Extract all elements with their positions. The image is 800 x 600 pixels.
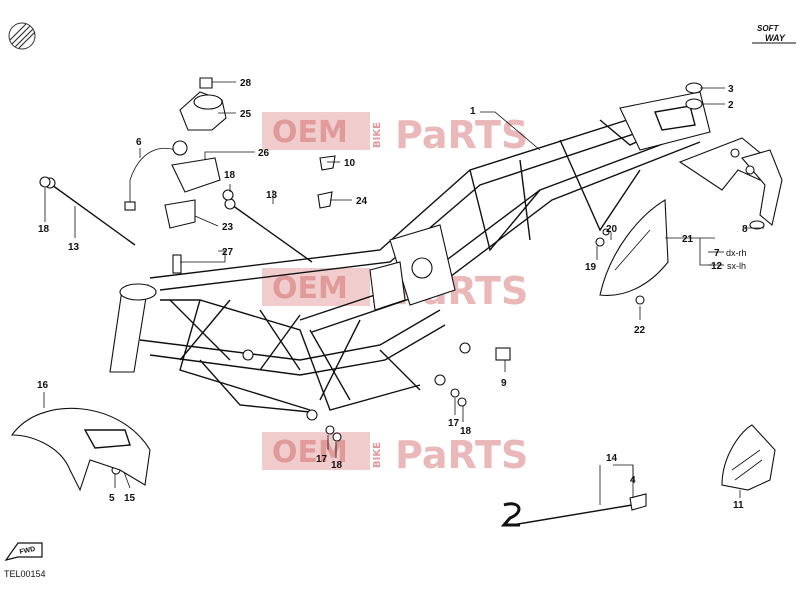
logo-line2: WAY bbox=[765, 33, 786, 43]
label-12-number: 12 bbox=[711, 261, 723, 272]
callout-13b: 13 bbox=[266, 190, 278, 201]
label-7-number: 7 bbox=[714, 248, 720, 259]
fwd-arrow-icon: FWD bbox=[4, 542, 43, 561]
callout-23: 23 bbox=[222, 222, 234, 233]
callout-9: 9 bbox=[501, 378, 507, 389]
tail-bracket bbox=[678, 137, 783, 227]
main-frame bbox=[109, 91, 711, 421]
watermark-top: OEM BIKE PaRTS bbox=[262, 112, 528, 157]
wm-parts-3: PaRTS bbox=[395, 433, 528, 477]
front-fender bbox=[10, 407, 151, 492]
callout-17a: 17 bbox=[448, 418, 460, 429]
reflector-part bbox=[721, 424, 776, 491]
callout-14: 14 bbox=[606, 453, 618, 464]
rod-assembly bbox=[500, 493, 647, 527]
callout-22: 22 bbox=[634, 325, 646, 336]
callout-20: 20 bbox=[606, 224, 618, 235]
side-panel bbox=[599, 199, 669, 296]
callout-18a: 18 bbox=[224, 170, 236, 181]
wm-oem-2: OEM bbox=[272, 271, 348, 306]
callout-26: 26 bbox=[258, 148, 270, 159]
callout-1: 1 bbox=[470, 106, 476, 117]
side-variant-labels: 7 dx-rh 12 sx-lh bbox=[711, 248, 747, 272]
callout-27: 27 bbox=[222, 247, 234, 258]
callout-3: 3 bbox=[728, 84, 734, 95]
leader-lines bbox=[43, 81, 764, 505]
label-7-text: dx-rh bbox=[726, 248, 747, 258]
callout-8: 8 bbox=[742, 224, 748, 235]
wm-parts-1: PaRTS bbox=[395, 113, 528, 157]
logo-line1: SOFT bbox=[757, 24, 779, 33]
callout-18b: 18 bbox=[38, 224, 50, 235]
callout-18c: 18 bbox=[460, 426, 472, 437]
callout-11: 11 bbox=[733, 500, 744, 511]
callout-21: 21 bbox=[682, 234, 694, 245]
watermark-bottom: OEM BIKE PaRTS bbox=[262, 432, 528, 477]
callout-19: 19 bbox=[585, 262, 597, 273]
callout-10: 10 bbox=[344, 158, 356, 169]
callout-24: 24 bbox=[356, 196, 368, 207]
callout-2: 2 bbox=[728, 100, 734, 111]
callout-13a: 13 bbox=[68, 242, 80, 253]
fwd-label: FWD bbox=[19, 546, 36, 556]
callout-4: 4 bbox=[630, 475, 636, 486]
hatched-circle-icon bbox=[8, 22, 36, 50]
callout-6: 6 bbox=[136, 137, 142, 148]
wm-oem-1: OEM bbox=[272, 115, 348, 150]
diagram-code: TEL00154 bbox=[4, 569, 46, 579]
watermark: OEM BIKE PaRTS OEM BIKE PaRTS OEM BIKE P… bbox=[262, 112, 528, 477]
callout-17b: 17 bbox=[316, 454, 328, 465]
wm-bike-1: BIKE bbox=[372, 122, 383, 148]
ignition-assembly bbox=[124, 77, 336, 274]
callout-5: 5 bbox=[109, 493, 115, 504]
label-12-text: sx-lh bbox=[727, 261, 746, 271]
callout-25: 25 bbox=[240, 109, 252, 120]
callout-15: 15 bbox=[124, 493, 136, 504]
callout-labels: 1 3 2 8 28 25 26 6 10 24 18 23 27 18 13 … bbox=[37, 78, 748, 511]
callout-28: 28 bbox=[240, 78, 252, 89]
softway-logo: SOFT WAY bbox=[752, 24, 796, 44]
wm-bike-3: BIKE bbox=[372, 442, 383, 468]
fasteners bbox=[39, 82, 765, 475]
callout-18d: 18 bbox=[331, 460, 343, 471]
callout-16: 16 bbox=[37, 380, 49, 391]
watermark-middle: OEM BIKE PaRTS bbox=[262, 268, 528, 313]
